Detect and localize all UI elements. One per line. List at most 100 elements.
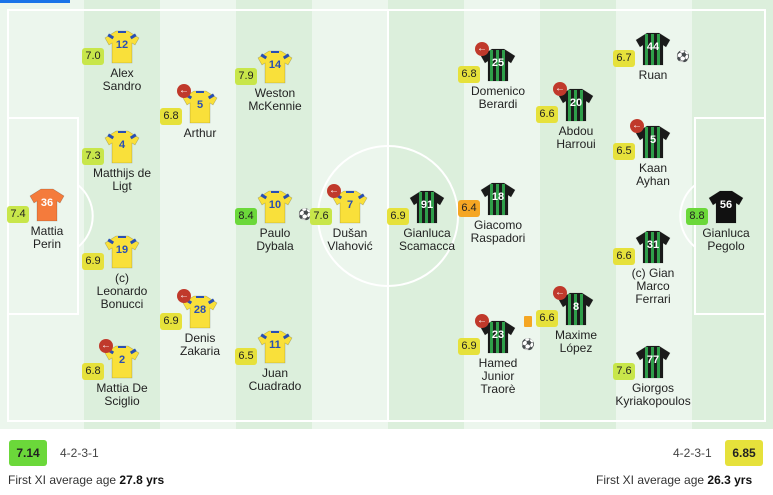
shirt-number: 91: [420, 199, 434, 211]
away-formation: 4-2-3-1: [673, 446, 712, 460]
home-average-age: First XI average age 27.8 yrs: [8, 473, 164, 487]
jersey-icon: [409, 190, 445, 224]
tab-accent: [0, 0, 70, 3]
player-rating: 6.6: [536, 310, 558, 327]
player-rating: 6.9: [458, 338, 480, 355]
player-rating: 6.9: [387, 208, 409, 225]
away-age-value: 26.3 yrs: [707, 473, 753, 487]
player-name: Paulo Dybala: [256, 226, 294, 253]
substitution-icon: ←: [630, 119, 644, 133]
player-name: (c) Leonardo Bonucci: [96, 271, 148, 311]
player-rating: 7.0: [82, 48, 104, 65]
shirt-number: 19: [115, 244, 129, 256]
player-name: Mattia De Sciglio: [96, 381, 148, 408]
player-rating: 6.6: [613, 248, 635, 265]
shirt-number: 77: [646, 354, 660, 366]
jersey-icon: [480, 182, 516, 216]
player-name: Gianluca Pegolo: [702, 226, 750, 253]
shirt-number: 11: [269, 339, 281, 351]
player-name: Dušan Vlahović: [327, 226, 373, 253]
jersey-icon: [558, 292, 594, 326]
shirt-number: 18: [491, 191, 505, 203]
substitution-icon: ←: [553, 286, 567, 300]
player-name: Giorgos Kyriakopoulos: [615, 381, 691, 408]
shirt-number: 2: [118, 354, 126, 366]
player-name: Arthur: [183, 126, 217, 140]
shirt-number: 28: [193, 304, 207, 316]
jersey-icon: [635, 230, 671, 264]
shirt-number: 12: [115, 39, 129, 51]
player-name: Mattia Perin: [30, 224, 64, 251]
player-name: Abdou Harroui: [556, 124, 596, 151]
goal-icon: ⚽: [298, 209, 312, 221]
player-rating: 6.8: [160, 108, 182, 125]
jersey-icon: [104, 130, 140, 164]
home-age-value: 27.8 yrs: [119, 473, 165, 487]
player-rating: 6.8: [458, 66, 480, 83]
jersey-icon: [480, 48, 516, 82]
jersey-icon: [104, 30, 140, 64]
shirt-number: 5: [196, 99, 204, 111]
home-average-rating: 7.14: [9, 440, 47, 466]
jersey-icon: [182, 295, 218, 329]
player-rating: 7.6: [310, 208, 332, 225]
jersey-icon: [480, 320, 516, 354]
player-rating: 7.4: [7, 206, 29, 223]
player-name: (c) Gian Marco Ferrari: [631, 266, 675, 306]
player-rating: 6.7: [613, 50, 635, 67]
substitution-icon: ←: [177, 84, 191, 98]
player-rating: 7.6: [613, 363, 635, 380]
substitution-icon: ←: [553, 82, 567, 96]
player-rating: 6.8: [82, 363, 104, 380]
shirt-number: 10: [268, 199, 282, 211]
jersey-icon: [332, 190, 368, 224]
player-name: Giacomo Raspadori: [470, 218, 526, 245]
player-rating: 6.6: [536, 106, 558, 123]
home-formation: 4-2-3-1: [60, 446, 99, 460]
player-name: Alex Sandro: [102, 66, 142, 93]
shirt-number: 23: [491, 329, 505, 341]
shirt-number: 20: [569, 97, 583, 109]
player-rating: 7.9: [235, 68, 257, 85]
substitution-icon: ←: [99, 339, 113, 353]
player-name: Maxime López: [554, 328, 597, 355]
player-rating: 6.5: [613, 143, 635, 160]
shirt-number: 4: [118, 139, 126, 151]
jersey-icon: [104, 235, 140, 269]
player-rating: 6.9: [160, 313, 182, 330]
jersey-icon: [257, 190, 293, 224]
own-goal-icon: ⚽: [676, 51, 690, 63]
shirt-number: 56: [719, 199, 733, 211]
home-age-label: First XI average age: [8, 473, 117, 487]
jersey-icon: [257, 50, 293, 84]
substitution-icon: ←: [327, 184, 341, 198]
player-rating: 6.5: [235, 348, 257, 365]
shirt-number: 7: [346, 199, 354, 211]
jersey-icon: [708, 190, 744, 224]
yellow-card-icon: [524, 316, 532, 327]
lineup-footer: 7.14 4-2-3-1 First XI average age 27.8 y…: [0, 429, 773, 495]
